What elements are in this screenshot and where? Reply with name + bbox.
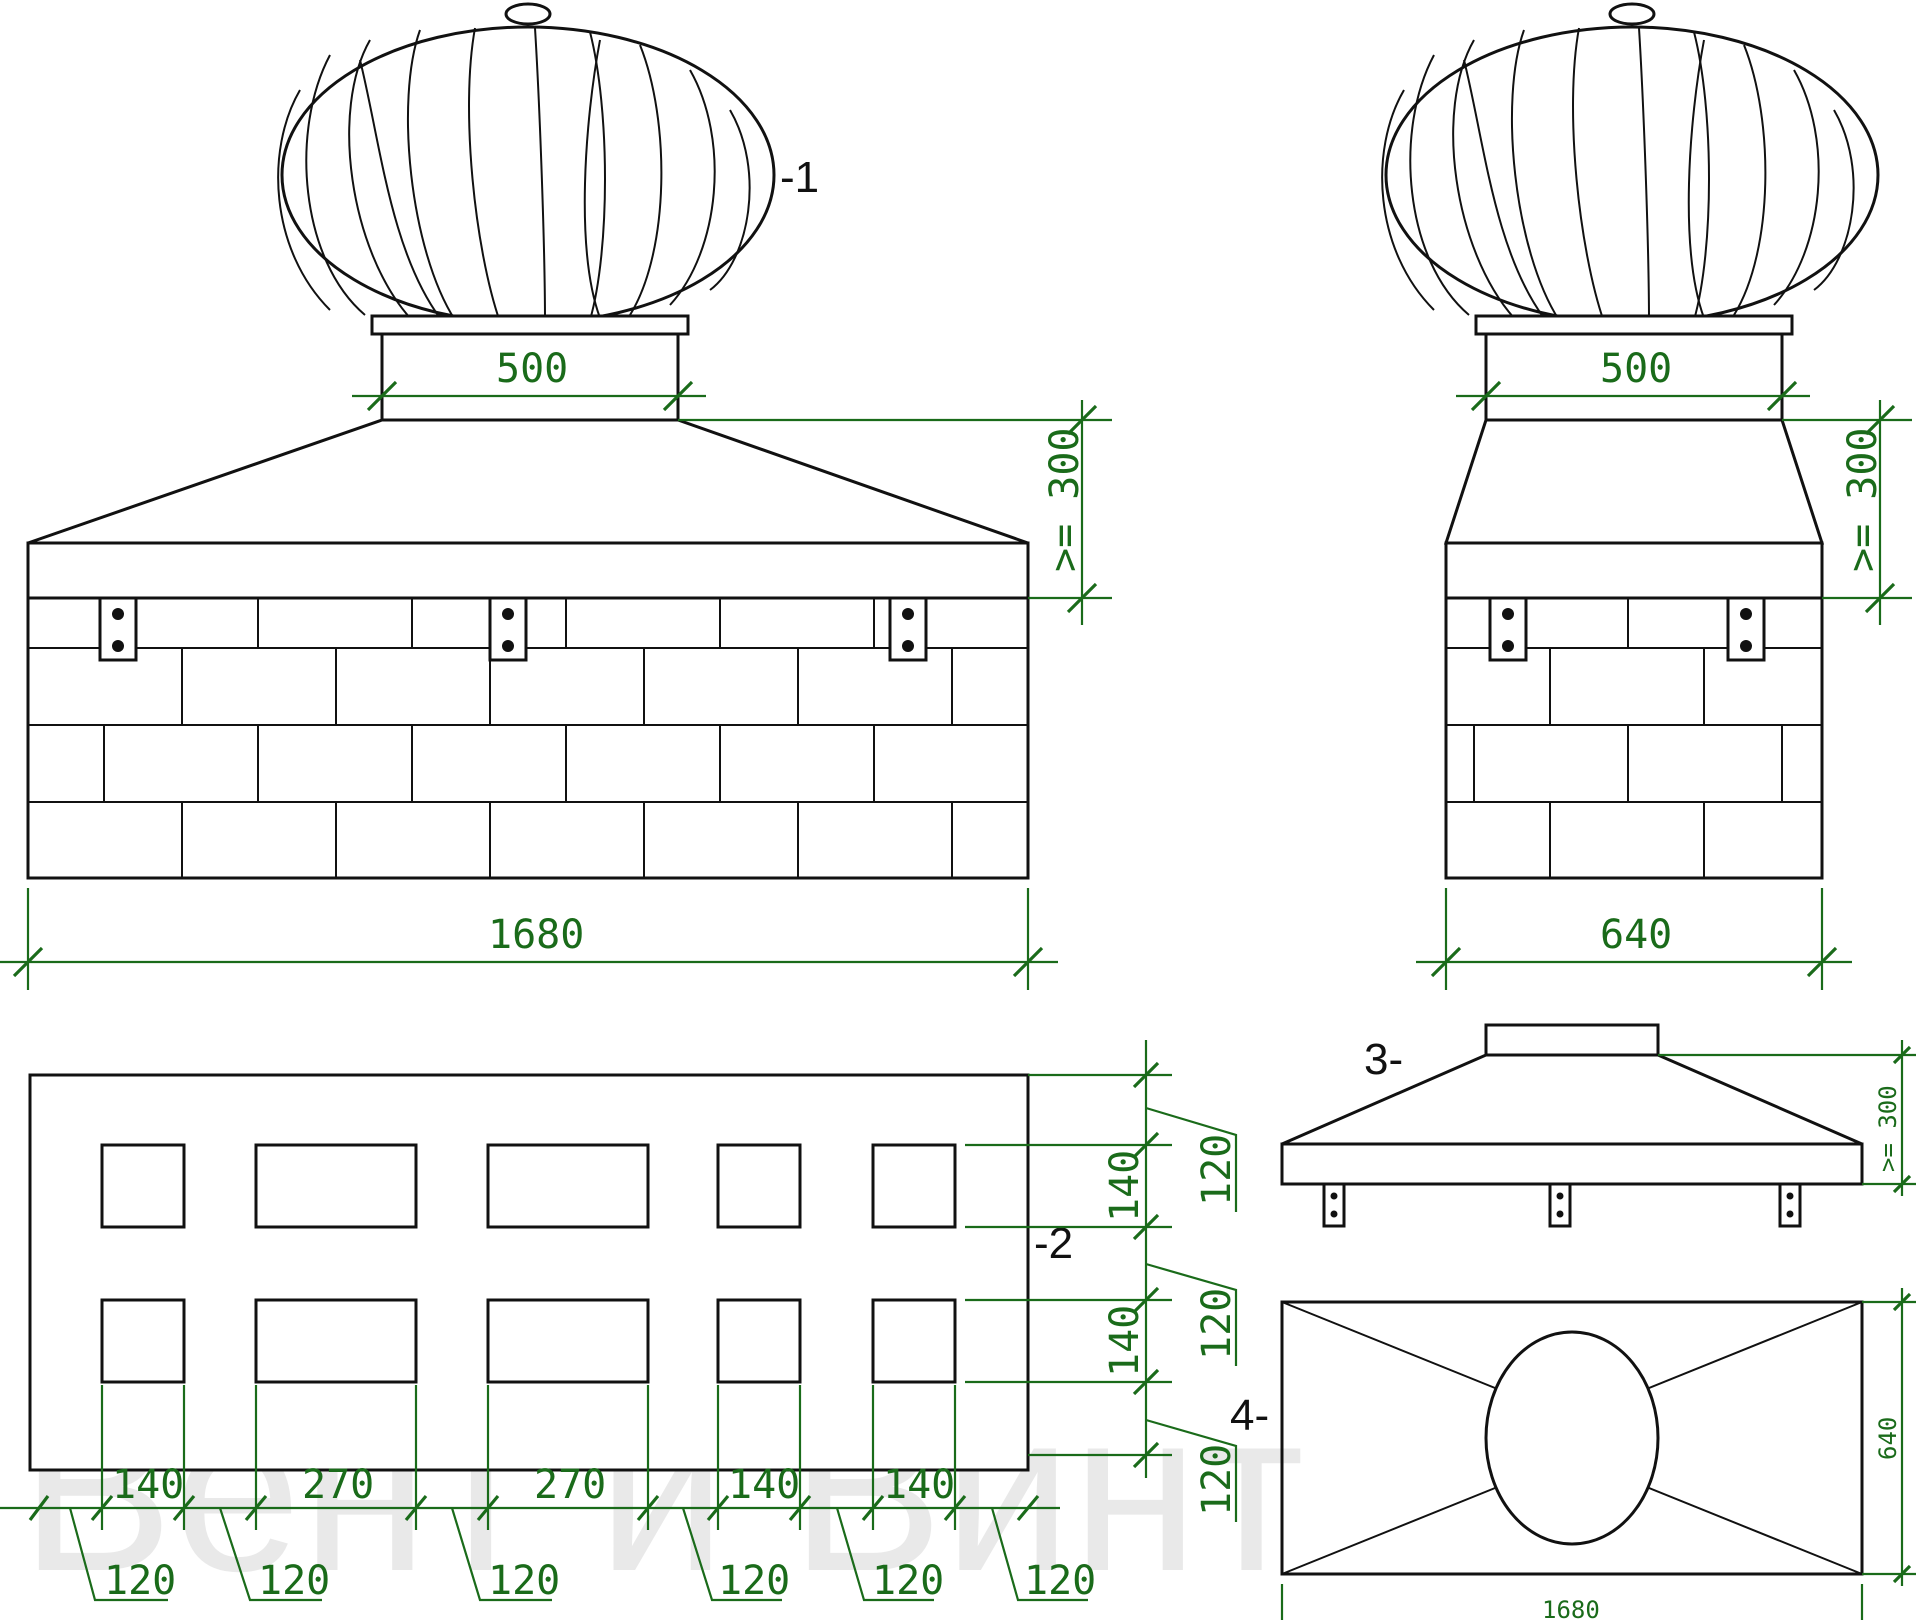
- side-view: 500 >= 300 640: [1381, 2, 1912, 990]
- top-detail: 4- 640 1680: [1230, 1288, 1916, 1620]
- plan-view: -2 140 270 270 140: [0, 1040, 1240, 1604]
- callout-3: 3-: [1364, 1035, 1403, 1084]
- svg-text:>= 300: >= 300: [1042, 428, 1088, 573]
- dimension-width-side: 640: [1416, 888, 1852, 990]
- front-view: -1 500 >= 300 1680: [0, 2, 1112, 990]
- dimension-width-top: 1680: [1280, 1584, 1864, 1620]
- dimension-height-front: >= 300: [678, 400, 1112, 625]
- svg-text:120: 120: [718, 1558, 790, 1604]
- cap-detail: 3- >= 300: [1280, 1023, 1916, 1228]
- svg-text:500: 500: [1600, 346, 1672, 392]
- svg-text:140: 140: [1102, 1305, 1148, 1377]
- svg-text:120: 120: [104, 1558, 176, 1604]
- svg-text:640: 640: [1600, 912, 1672, 958]
- callout-1: -1: [780, 153, 819, 202]
- dimension-depth-top: 640: [1862, 1288, 1916, 1586]
- svg-text:120: 120: [1194, 1444, 1240, 1516]
- dimension-chain-horizontal: 140 270 270 140 140 120 120 120 120 120 …: [0, 1385, 1096, 1604]
- svg-text:500: 500: [496, 346, 568, 392]
- mounting-bracket: [1322, 1182, 1802, 1228]
- svg-text:140: 140: [728, 1462, 800, 1508]
- svg-text:640: 640: [1874, 1417, 1902, 1460]
- turbine-ventilator-icon: [277, 2, 776, 422]
- svg-text:140: 140: [112, 1462, 184, 1508]
- svg-text:270: 270: [534, 1462, 606, 1508]
- dimension-chain-vertical: 140 140 120 120 120: [965, 1040, 1240, 1522]
- svg-text:1680: 1680: [488, 912, 584, 958]
- mounting-bracket: [1488, 596, 1766, 662]
- svg-text:140: 140: [883, 1462, 955, 1508]
- dimension-neck-front: 500: [352, 346, 706, 412]
- svg-text:270: 270: [302, 1462, 374, 1508]
- svg-text:1680: 1680: [1542, 1596, 1600, 1620]
- svg-text:>= 300: >= 300: [1840, 428, 1886, 573]
- svg-text:140: 140: [1102, 1150, 1148, 1222]
- svg-text:>= 300: >= 300: [1874, 1085, 1902, 1172]
- svg-text:120: 120: [872, 1558, 944, 1604]
- callout-4: 4-: [1230, 1391, 1269, 1440]
- svg-text:120: 120: [1024, 1558, 1096, 1604]
- dimension-height-side: >= 300: [1782, 400, 1912, 625]
- svg-text:120: 120: [258, 1558, 330, 1604]
- svg-text:120: 120: [488, 1558, 560, 1604]
- dimension-neck-side: 500: [1456, 346, 1810, 412]
- dimension-height-cap: >= 300: [1658, 1040, 1916, 1196]
- mounting-bracket: [98, 596, 928, 662]
- svg-text:120: 120: [1194, 1288, 1240, 1360]
- dimension-width-front: 1680: [0, 888, 1058, 990]
- svg-text:120: 120: [1194, 1134, 1240, 1206]
- turbine-ventilator-icon: [1381, 2, 1880, 422]
